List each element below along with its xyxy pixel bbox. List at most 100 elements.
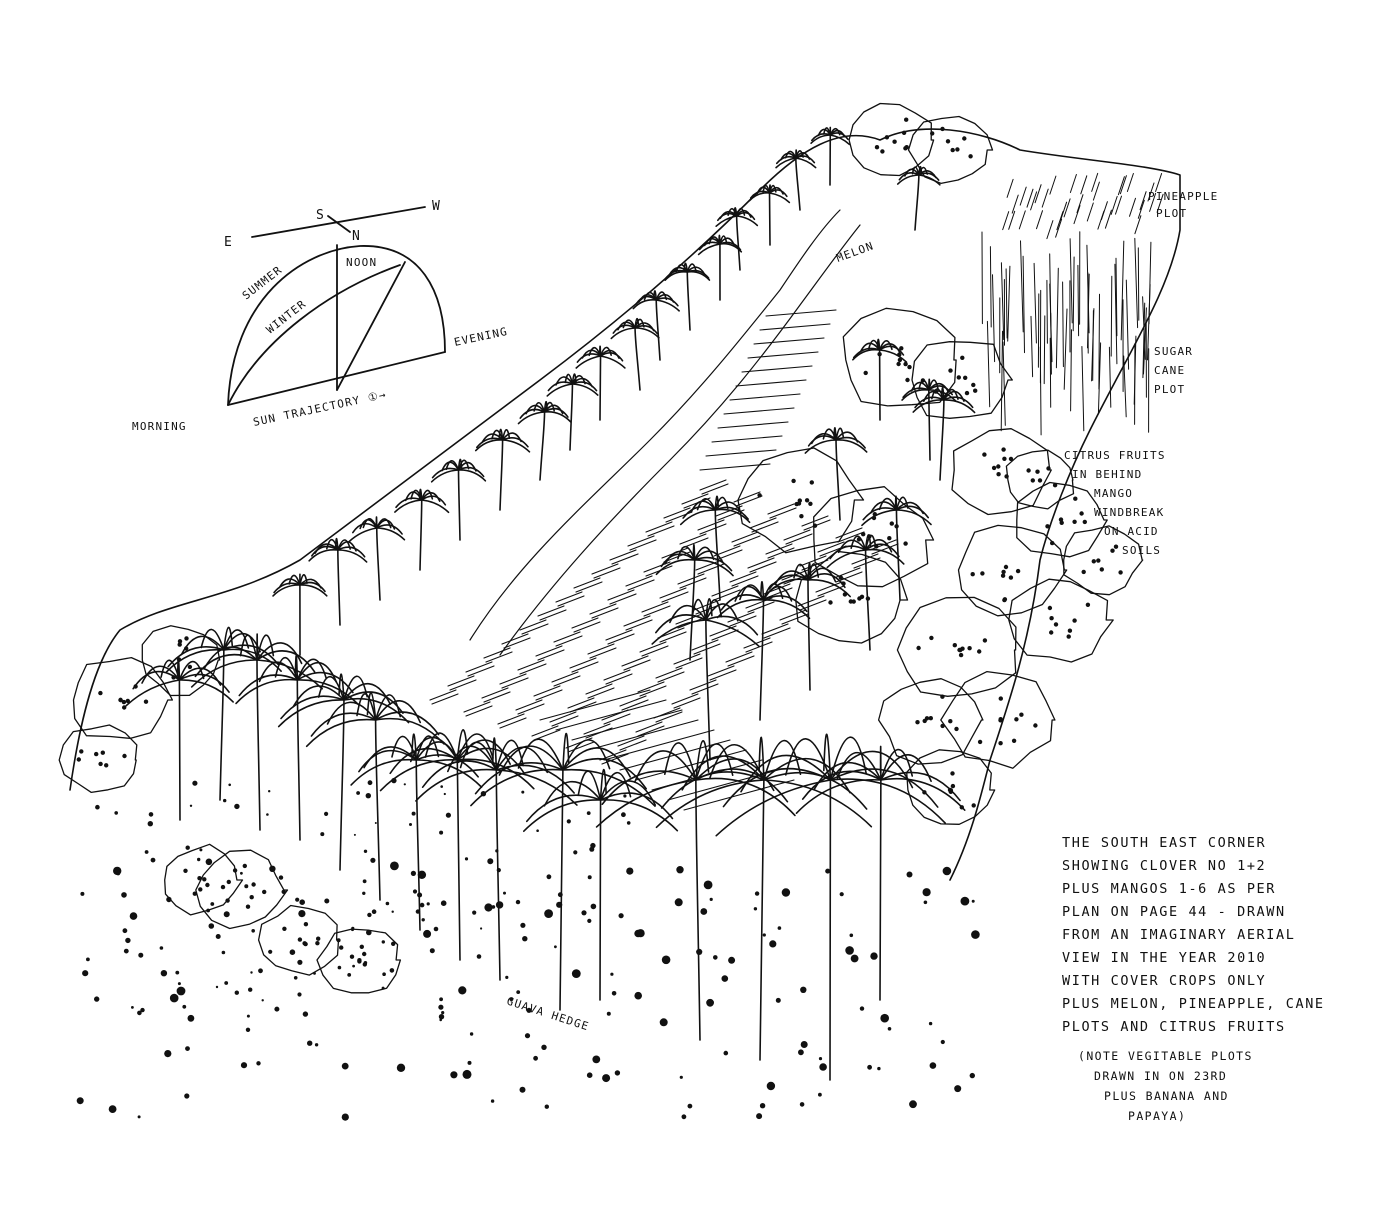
cane-stroke bbox=[1070, 329, 1072, 412]
palm-trunk bbox=[419, 499, 423, 571]
cane-stroke bbox=[1097, 342, 1102, 415]
canopy-tree bbox=[795, 550, 909, 644]
canopy-tree bbox=[877, 678, 984, 765]
plot-row bbox=[465, 705, 493, 717]
plot-row bbox=[785, 533, 813, 545]
fruit-dot bbox=[896, 361, 901, 367]
palm-frond bbox=[299, 584, 328, 597]
shrub-dot bbox=[297, 959, 303, 965]
leaf-dot bbox=[623, 794, 627, 798]
palm-frond bbox=[288, 574, 301, 586]
citrus-label-line: CITRUS FRUITS bbox=[1064, 449, 1166, 462]
canopy-outline bbox=[164, 843, 244, 916]
palm-frond bbox=[375, 527, 406, 541]
plot-row bbox=[609, 593, 637, 605]
palm-frond bbox=[864, 543, 900, 558]
pineapple-hatch bbox=[1156, 193, 1164, 213]
landscape-sketch bbox=[58, 102, 1181, 1121]
palm-frond bbox=[343, 697, 410, 724]
cane-stroke bbox=[1072, 256, 1075, 332]
leaf-dot bbox=[125, 937, 131, 944]
palm-frond bbox=[655, 614, 707, 634]
palm-frond bbox=[880, 777, 966, 811]
fruit-dot bbox=[894, 524, 899, 529]
fruit-dot bbox=[963, 375, 968, 380]
palm-frond bbox=[495, 739, 524, 771]
palm-frond bbox=[415, 759, 483, 788]
leaf-dot bbox=[439, 1018, 443, 1022]
cane-stroke bbox=[1055, 267, 1059, 369]
fruit-dot bbox=[874, 145, 880, 150]
palm-trunk bbox=[835, 439, 841, 521]
palm-frond bbox=[491, 737, 498, 771]
fruit-dot bbox=[950, 783, 956, 789]
palm-frond bbox=[334, 537, 339, 551]
fruit-dot bbox=[226, 879, 231, 885]
shrub-dot bbox=[849, 933, 854, 938]
palm-frond bbox=[943, 396, 974, 409]
plot-row bbox=[573, 577, 601, 589]
palm-tree bbox=[546, 373, 599, 451]
shrub-dot bbox=[775, 997, 781, 1003]
fruit-dot bbox=[904, 117, 909, 122]
pineapple-hatch bbox=[1046, 220, 1054, 240]
palm-frond bbox=[735, 211, 756, 221]
shrub-dot bbox=[799, 1102, 805, 1107]
cane-stroke bbox=[1098, 293, 1100, 390]
shrub-dot bbox=[556, 901, 563, 908]
leaf-dot bbox=[324, 811, 329, 817]
shrub-dot bbox=[721, 975, 729, 982]
fruit-dot bbox=[1099, 567, 1105, 572]
cane-stroke bbox=[1033, 262, 1037, 344]
palm-trunk bbox=[339, 699, 345, 871]
palm-frond bbox=[415, 768, 498, 802]
shrub-dot bbox=[426, 902, 430, 906]
palm-frond bbox=[795, 155, 816, 164]
leaf-dot bbox=[367, 780, 373, 786]
palm-frond bbox=[833, 427, 837, 441]
leaf-dot bbox=[159, 946, 164, 950]
palm-frond bbox=[571, 383, 599, 396]
fruit-dot bbox=[940, 126, 945, 132]
shrub-dot bbox=[636, 929, 645, 938]
fruit-dot bbox=[959, 805, 964, 810]
palm-frond bbox=[366, 692, 377, 721]
caption-line: SHOWING CLOVER NO 1+2 bbox=[1062, 858, 1267, 874]
cane-stroke bbox=[1050, 312, 1052, 375]
plot-row bbox=[497, 713, 525, 725]
cane-stroke bbox=[1148, 241, 1152, 325]
plot-row bbox=[535, 645, 563, 657]
vegetable-plots-note: (NOTE VEGITABLE PLOTS DRAWN IN ON 23RD P… bbox=[1078, 1046, 1253, 1126]
pineapple-hatch bbox=[1110, 195, 1118, 215]
fruit-dot bbox=[856, 537, 862, 542]
shrub-dot bbox=[586, 1072, 593, 1078]
plot-row bbox=[621, 655, 649, 667]
pineapple-hatch bbox=[1055, 218, 1063, 238]
palm-frond bbox=[421, 760, 498, 788]
fruit-dot bbox=[1011, 738, 1017, 743]
fruit-dot bbox=[887, 536, 892, 541]
plot-row bbox=[485, 651, 513, 663]
pineapple-hatch bbox=[1018, 210, 1026, 230]
plot-row bbox=[627, 535, 655, 547]
leaf-dot bbox=[362, 879, 367, 884]
palm-frond bbox=[296, 679, 360, 706]
sugar-label-line: CANE bbox=[1154, 364, 1186, 377]
leaf-dot bbox=[370, 857, 376, 863]
fruit-dot bbox=[183, 868, 188, 873]
palm-frond bbox=[653, 290, 658, 301]
leaf-dot bbox=[337, 965, 342, 970]
palm-frond bbox=[223, 629, 250, 651]
palm-frond bbox=[599, 355, 626, 369]
pineapple-hatch bbox=[1056, 211, 1064, 231]
fruit-dot bbox=[1052, 483, 1058, 488]
shrub-dot bbox=[954, 1085, 962, 1093]
palm-frond bbox=[740, 754, 832, 793]
pineapple-hatch bbox=[1129, 197, 1136, 217]
cane-stroke bbox=[1049, 337, 1052, 408]
canopy-tree bbox=[58, 724, 138, 794]
shrub-dot bbox=[256, 1061, 261, 1066]
shrub-dot bbox=[800, 986, 807, 993]
leaf-dot bbox=[371, 909, 377, 914]
plot-row bbox=[749, 561, 777, 573]
